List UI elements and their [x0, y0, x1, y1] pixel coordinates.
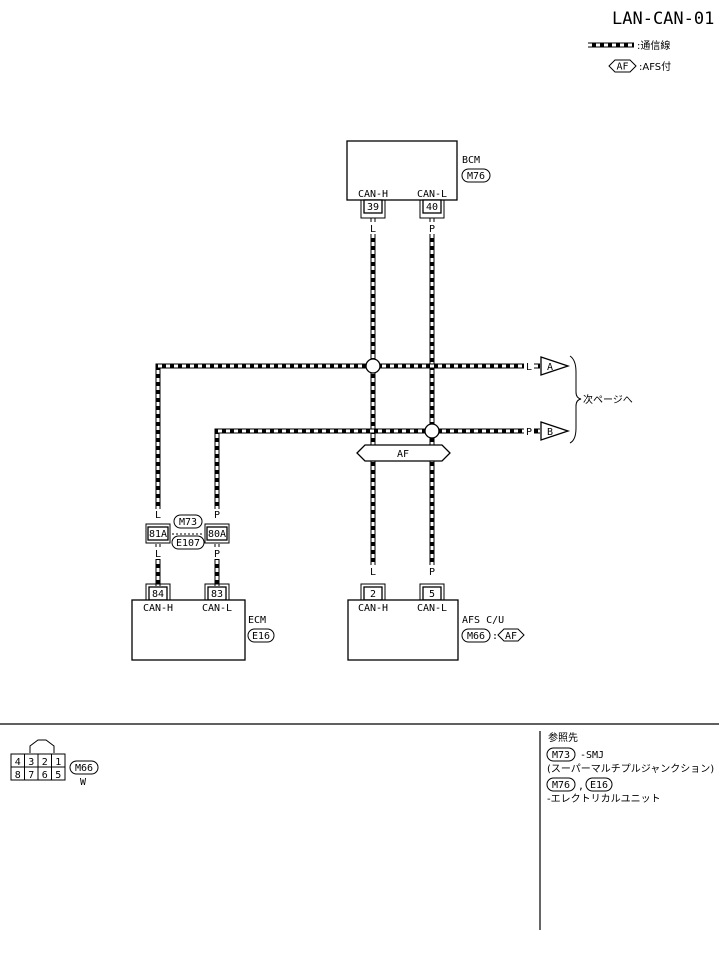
wire-color-joint-top-l: L — [155, 510, 161, 521]
legend-afs-tag: AF — [608, 59, 637, 73]
splice-point-can-h — [365, 358, 381, 374]
svg-text:AF: AF — [505, 631, 517, 642]
wire-color-joint-top-p: P — [214, 510, 220, 521]
ecm-can-l-label: CAN-L — [202, 603, 232, 614]
afs-can-h-label: CAN-H — [358, 603, 388, 614]
reference-m73-text: -SMJ — [580, 750, 604, 761]
reference-m73-desc: (スーパーマルチプルジャンクション) — [547, 763, 714, 775]
connector-view-badge: M66 — [69, 760, 99, 775]
afs-option-tag: AF — [497, 628, 525, 642]
afs-name: AFS C/U — [462, 615, 504, 626]
afs-connector-badge: M66 — [461, 628, 491, 643]
reference-sep: , — [578, 781, 584, 792]
wire-color-joint-bottom-p: P — [214, 549, 220, 560]
afs-pin-2: 2 — [370, 589, 376, 600]
joint-pin-81a: 81A — [149, 529, 167, 540]
svg-text:E16: E16 — [590, 780, 608, 791]
ecm-connector-badge: E16 — [247, 628, 275, 643]
wire-color-next-p: P — [526, 427, 532, 438]
ecm-name: ECM — [248, 615, 266, 626]
svg-text:AF: AF — [397, 449, 409, 460]
next-page-text: 次ページへ — [583, 393, 633, 406]
ecm-pin-84: 84 — [152, 589, 164, 600]
conn-pin: 4 — [15, 757, 21, 768]
svg-text:M66: M66 — [467, 631, 485, 642]
svg-text:E107: E107 — [176, 538, 200, 549]
wire-color-joint-bottom-l: L — [155, 549, 161, 560]
reference-elec-desc: -エレクトリカルユニット — [547, 793, 661, 805]
svg-text:M76: M76 — [552, 780, 570, 791]
svg-text:E16: E16 — [252, 631, 270, 642]
wire-color-afs-p: P — [429, 567, 435, 578]
connector-color: W — [80, 777, 87, 788]
afs-colon: : — [492, 631, 498, 642]
reference-heading: 参照先 — [548, 731, 578, 744]
conn-pin: 6 — [42, 770, 48, 781]
ecm-unit: 84 83 CAN-H CAN-L ECM E16 — [131, 583, 275, 661]
bcm-pin-40: 40 — [426, 202, 438, 213]
joint-badge-e107: E107 — [171, 535, 205, 550]
bcm-can-h-label: CAN-H — [358, 189, 388, 200]
conn-pin: 2 — [42, 757, 48, 768]
svg-text:M76: M76 — [467, 171, 485, 182]
svg-text:A: A — [547, 362, 553, 373]
ecm-pin-83: 83 — [211, 589, 223, 600]
bcm-unit: BCM M76 CAN-H CAN-L 39 40 — [346, 140, 491, 219]
afs-can-l-label: CAN-L — [417, 603, 447, 614]
joint-pin-80a: 80A — [208, 529, 226, 540]
reference-badge-m76: M76 — [546, 777, 576, 792]
svg-text:M73: M73 — [552, 750, 570, 761]
conn-pin: 7 — [28, 770, 34, 781]
next-page-arrow-a: A — [540, 356, 571, 376]
afs-unit: 2 5 CAN-H CAN-L AFS C/U M66 : AF — [347, 583, 525, 661]
reference-section: 参照先 M73 -SMJ (スーパーマルチプルジャンクション) M76 , E1… — [546, 731, 714, 805]
svg-text:B: B — [547, 427, 553, 438]
page-title: LAN-CAN-01 — [612, 9, 714, 29]
legend: :通信線 AF :AFS付 — [588, 39, 671, 73]
next-page-brace — [569, 355, 582, 444]
splice-point-can-l — [424, 423, 440, 439]
wire-color-next-l: L — [526, 362, 532, 373]
wire-color-bcm-l: L — [370, 224, 376, 235]
joint-connector: L P 81A 80A M73 E107 L P — [145, 509, 230, 560]
legend-afs-text: :AFS付 — [639, 60, 671, 73]
connector-face-m66: 4 3 2 1 8 7 6 5 M66 W — [10, 739, 99, 788]
bcm-can-l-label: CAN-L — [417, 189, 447, 200]
conn-pin: 8 — [15, 770, 21, 781]
reference-badge-e16: E16 — [585, 777, 613, 792]
ecm-can-h-label: CAN-H — [143, 603, 173, 614]
bcm-connector-badge: M76 — [461, 168, 491, 183]
bcm-name: BCM — [462, 155, 480, 166]
next-page-arrow-b: B — [540, 421, 571, 441]
svg-text:M73: M73 — [179, 517, 197, 528]
wire-color-bcm-p: P — [429, 224, 435, 235]
legend-comm-line-text: :通信線 — [637, 39, 670, 52]
afs-pin-5: 5 — [429, 589, 435, 600]
conn-pin: 1 — [55, 757, 61, 768]
joint-badge-m73: M73 — [173, 514, 203, 529]
svg-text:AF: AF — [616, 62, 628, 73]
bcm-pin-39: 39 — [367, 202, 379, 213]
svg-text:M66: M66 — [75, 763, 93, 774]
reference-badge-m73: M73 — [546, 747, 576, 762]
wire-color-afs-l: L — [370, 567, 376, 578]
can-wires — [155, 218, 540, 586]
conn-pin: 3 — [28, 757, 34, 768]
afs-option-bar: AF — [356, 444, 451, 462]
conn-pin: 5 — [55, 770, 61, 781]
